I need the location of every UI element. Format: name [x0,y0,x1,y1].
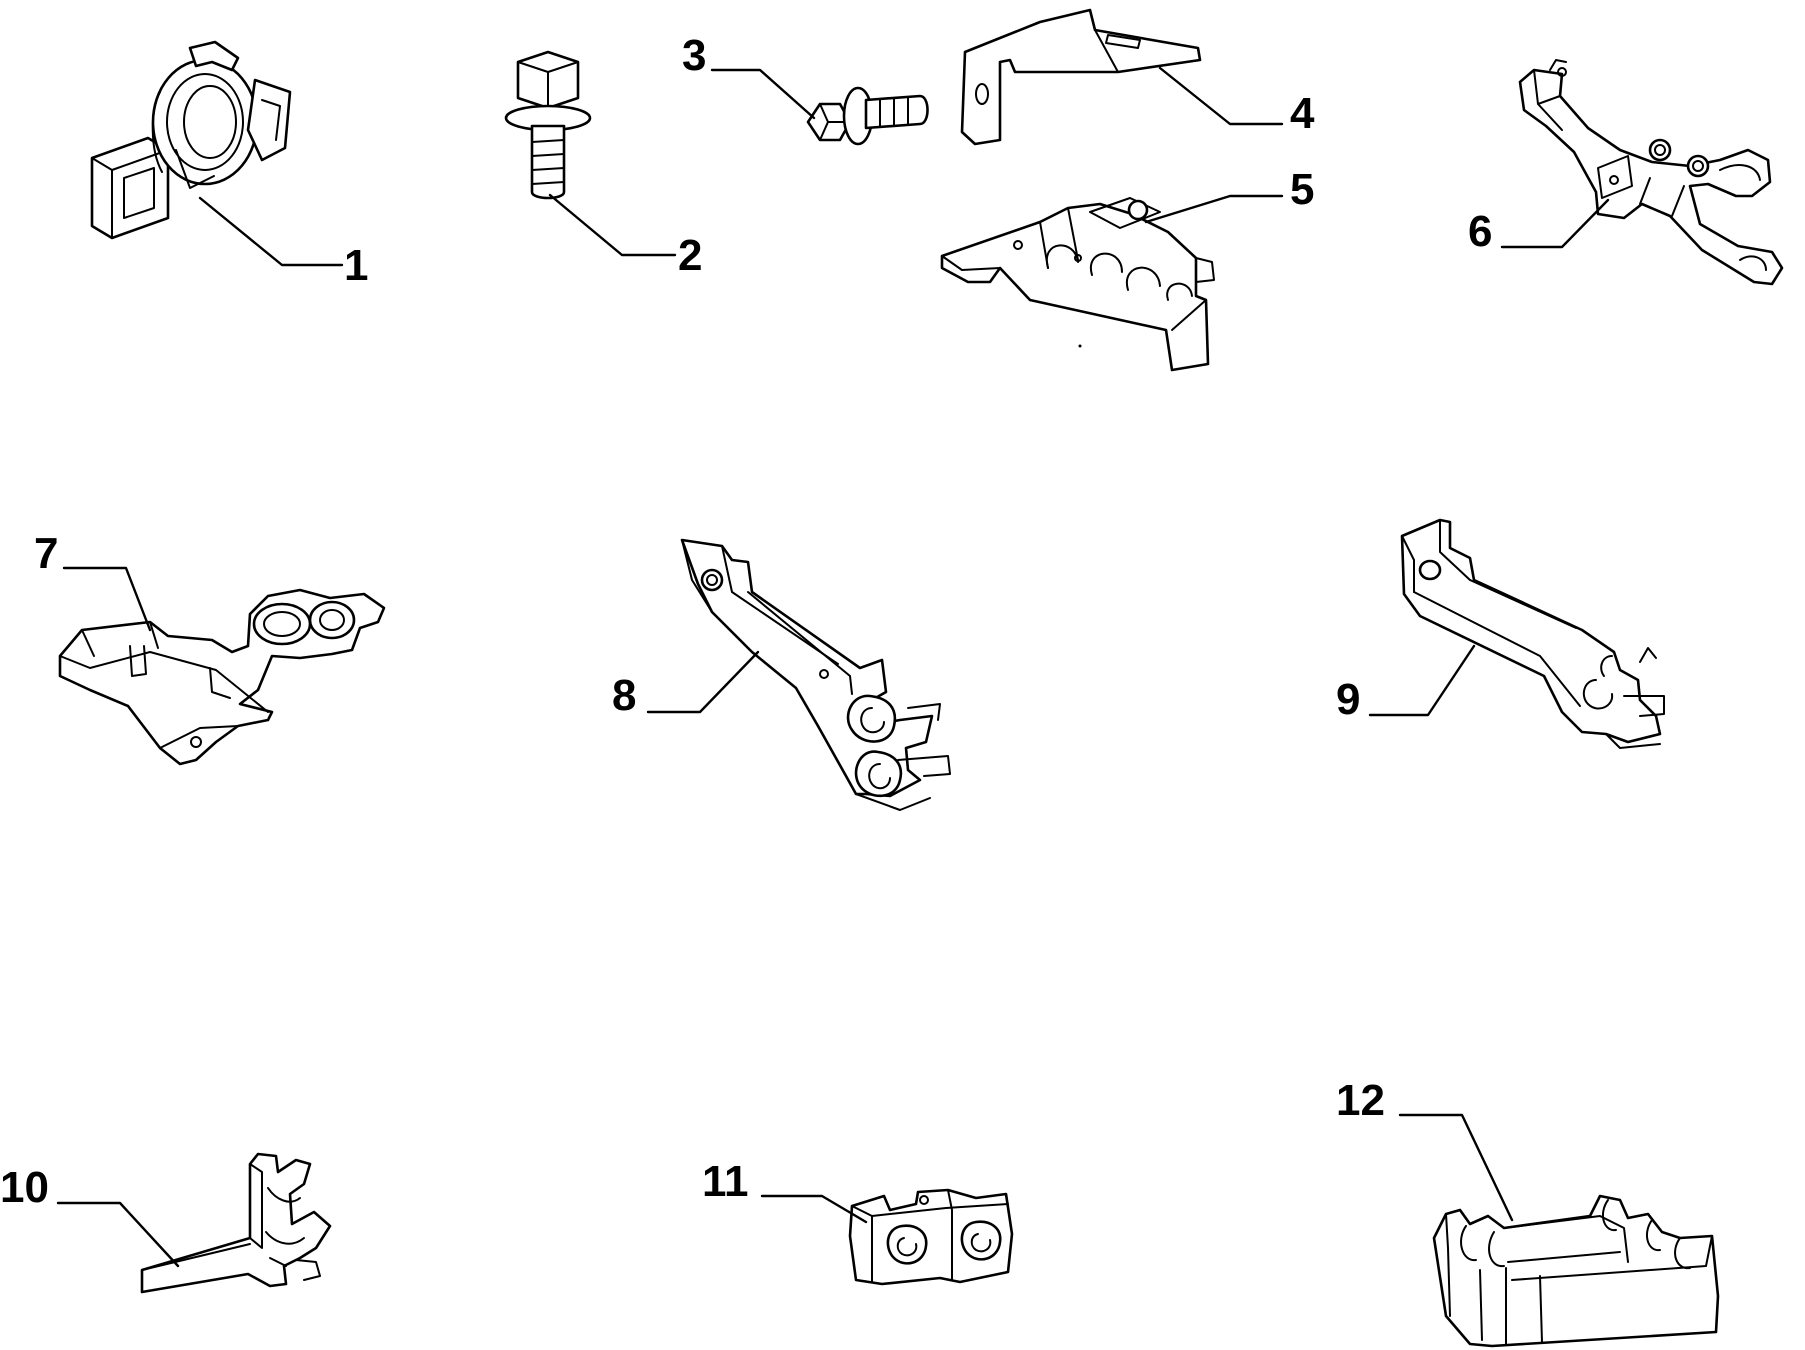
part-5-pipe-bracket [940,197,1215,372]
leader-line-3 [710,68,816,120]
part-4-flat-bracket [960,8,1202,146]
leader-line-1 [198,196,344,267]
part-3-hex-bolt [806,86,929,146]
callout-number-2: 2 [678,231,702,280]
callout-number-4: 4 [1290,89,1315,138]
callout-number-11: 11 [702,1157,749,1206]
leader-line-10 [56,1201,180,1268]
leader-line-7 [62,566,152,632]
leader-line-8 [646,650,760,714]
callout-number-1: 1 [344,241,368,290]
callout-number-5: 5 [1290,165,1314,214]
part-12-pipe-holder [1432,1194,1720,1348]
callout-number-9: 9 [1336,675,1360,724]
part-8-angled-bracket [680,538,951,811]
leader-line-2 [548,193,677,257]
stray-mark [1078,344,1082,348]
callout-number-12: 12 [1336,1076,1385,1125]
leader-line-12 [1398,1113,1514,1222]
callout-number-6: 6 [1468,207,1492,256]
part-10-lever-clip [140,1152,332,1294]
leader-line-5 [1144,194,1284,224]
leader-line-9 [1368,644,1476,717]
part-1-hose-clip [90,40,292,240]
callout-number-7: 7 [34,529,58,578]
leader-line-11 [760,1194,868,1224]
part-7-clamp-bracket [58,588,386,766]
leader-line-6 [1500,198,1610,249]
callout-number-8: 8 [612,671,636,720]
part-9-long-bracket [1400,518,1665,749]
part-11-double-clip [848,1188,1014,1286]
leader-line-4 [1158,66,1284,126]
callout-number-10: 10 [0,1163,49,1212]
part-2-flange-bolt [504,50,592,200]
callout-number-3: 3 [682,31,706,80]
part-6-branched-bracket [1518,59,1784,286]
